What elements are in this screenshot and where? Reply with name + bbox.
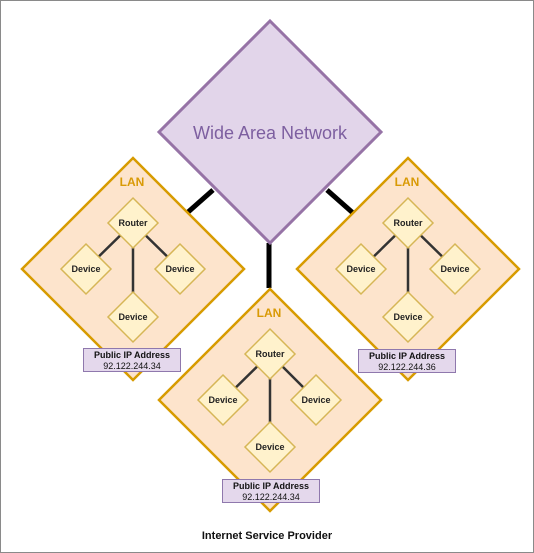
- router-label: Router: [394, 218, 423, 228]
- device-label: Device: [118, 312, 147, 322]
- ip-title: Public IP Address: [93, 350, 171, 360]
- device-node[interactable]: Device: [289, 373, 343, 427]
- ip-title: Public IP Address: [368, 351, 446, 361]
- wan-label: Wide Area Network: [193, 123, 348, 143]
- device-label: Device: [346, 264, 375, 274]
- ip-title: Public IP Address: [232, 481, 310, 491]
- ip-box-left: Public IP Address 92.122.244.34: [83, 348, 181, 372]
- device-label: Device: [440, 264, 469, 274]
- wan-link-left: [185, 188, 215, 215]
- ip-address: 92.122.244.34: [242, 492, 300, 502]
- device-label: Device: [208, 395, 237, 405]
- ip-box-center: Public IP Address 92.122.244.34: [222, 479, 320, 503]
- lan-left-title: LAN: [120, 175, 145, 189]
- device-node[interactable]: Device: [428, 242, 482, 296]
- device-label: Device: [393, 312, 422, 322]
- device-node[interactable]: Device: [334, 242, 388, 296]
- device-node[interactable]: Device: [381, 290, 435, 344]
- device-node[interactable]: Device: [196, 373, 250, 427]
- device-label: Device: [71, 264, 100, 274]
- lan-left: LAN Router Device Device Device: [20, 156, 246, 382]
- device-label: Device: [301, 395, 330, 405]
- lan-right: LAN Router Device Device Device: [295, 156, 521, 382]
- device-node[interactable]: Device: [153, 242, 207, 296]
- wan-node[interactable]: Wide Area Network: [156, 18, 384, 246]
- router-label: Router: [256, 349, 285, 359]
- lan-right-title: LAN: [395, 175, 420, 189]
- router-label: Router: [119, 218, 148, 228]
- ip-box-right: Public IP Address 92.122.244.36: [358, 349, 456, 373]
- device-node[interactable]: Device: [59, 242, 113, 296]
- device-label: Device: [255, 442, 284, 452]
- lan-center: LAN Router Device Device Device: [157, 287, 383, 513]
- router-node[interactable]: Router: [243, 327, 297, 381]
- ip-address: 92.122.244.36: [378, 362, 436, 372]
- ip-address: 92.122.244.34: [103, 361, 161, 371]
- device-node[interactable]: Device: [106, 290, 160, 344]
- wan-diamond: [156, 18, 384, 246]
- router-node[interactable]: Router: [106, 196, 160, 250]
- router-node[interactable]: Router: [381, 196, 435, 250]
- lan-center-title: LAN: [257, 306, 282, 320]
- wan-link-right: [325, 188, 355, 215]
- device-label: Device: [165, 264, 194, 274]
- isp-label: Internet Service Provider: [201, 530, 333, 542]
- device-node[interactable]: Device: [243, 420, 297, 474]
